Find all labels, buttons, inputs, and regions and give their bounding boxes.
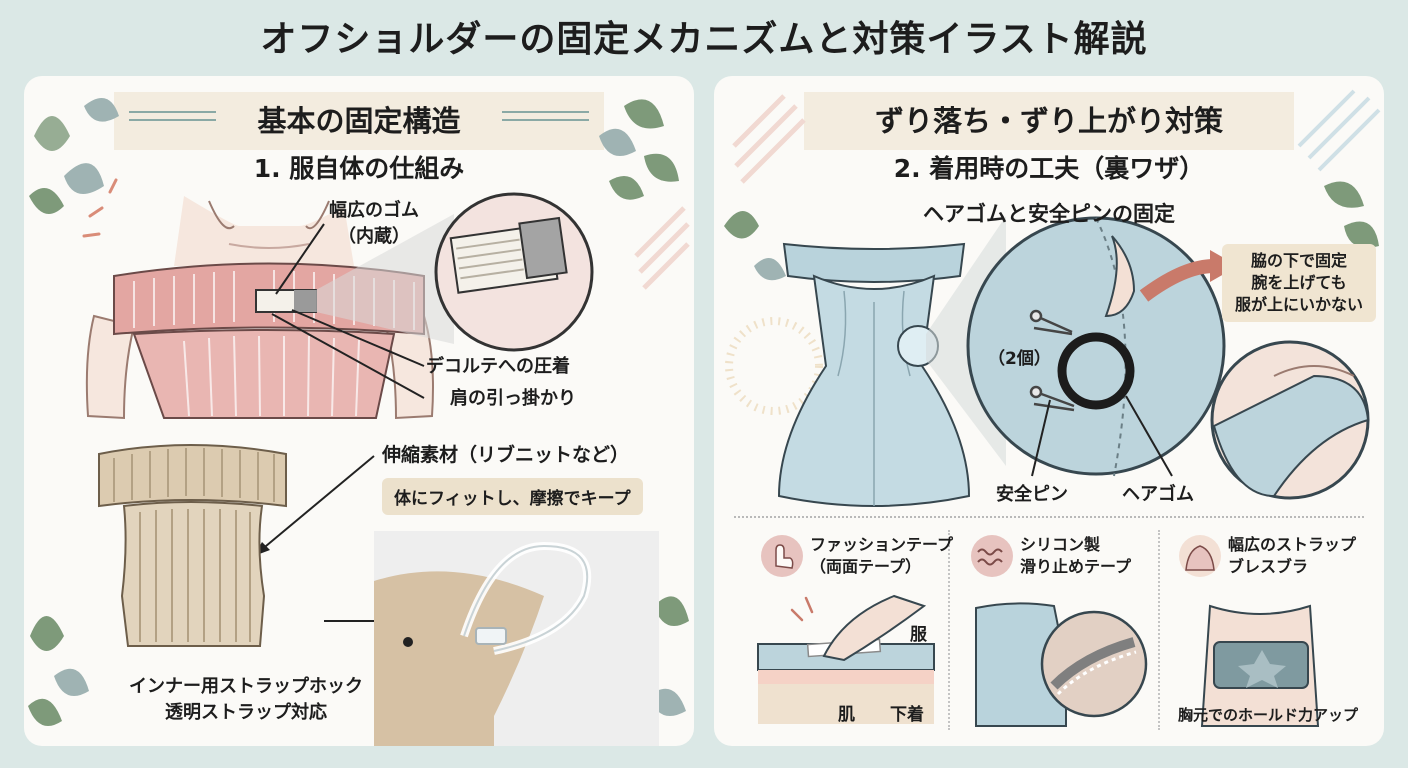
tape-label-clothes: 服	[910, 625, 927, 645]
leaf-decoration-top-right	[599, 99, 679, 200]
wave-grip-icon	[971, 535, 1013, 577]
label-elastic-band: 幅広のゴム （内蔵）	[329, 200, 419, 247]
label-count: （2個）	[988, 349, 1051, 369]
elastic-zoom-circle	[316, 192, 594, 352]
heading-band	[804, 92, 1294, 150]
finger-press-icon	[761, 535, 803, 577]
bandeau-bra-illustration	[1200, 604, 1320, 727]
item-label-fashion-tape: ファッションテープ （両面テープ）	[810, 535, 954, 576]
emphasis-marks	[82, 178, 118, 238]
left-illustrations	[28, 98, 690, 746]
label-safety-pin: 安全ピン	[996, 484, 1068, 505]
label-strap-hook: インナー用ストラップホック 透明ストラップ対応	[129, 676, 363, 723]
item-label-bra: 幅広のストラップ ブレスブラ	[1228, 535, 1357, 576]
column-divider	[1158, 530, 1160, 730]
leaf-decoration-top-left	[29, 98, 119, 214]
label-stretch-material: 伸縮素材（リブニットなど）	[382, 444, 630, 466]
blue-dress-illustration	[777, 242, 971, 507]
panel-basic-structure: 基本の固定構造 1. 服自体の仕組み 幅広のゴム （内蔵） デコルテへの圧着 肩…	[24, 76, 694, 746]
section-heading-basic: 基本の固定構造	[257, 104, 461, 138]
right-illustrations	[724, 89, 1381, 727]
section-heading-countermeasures: ずり落ち・ずり上がり対策	[874, 104, 1223, 138]
panel-countermeasures: ずり落ち・ずり上がり対策 2. 着用時の工夫（裏ワザ） ヘアゴムと安全ピンの固定…	[714, 76, 1384, 746]
label-hair-tie: ヘアゴム	[1122, 484, 1194, 505]
page-title: オフショルダーの固定メカニズムと対策イラスト解説	[260, 19, 1148, 60]
torso-illustration	[85, 196, 434, 420]
hatch-decoration	[732, 94, 806, 184]
arrow-to-underarm	[1139, 259, 1215, 302]
underarm-callout: 脇の下で固定 腕を上げても 服が上にいかない	[1222, 244, 1376, 322]
dot-decoration	[725, 317, 823, 415]
leaf-decoration-bottom-left	[28, 616, 89, 726]
tape-label-skin: 肌	[838, 705, 855, 725]
tape-illustration	[757, 594, 935, 724]
label-shoulder-hook: 肩の引っ掛かり	[450, 388, 576, 409]
label-bra-hold: 胸元でのホールド力アップ	[1178, 706, 1359, 724]
beige-rib-knit-top	[98, 444, 287, 647]
section-divider	[734, 516, 1364, 518]
torso-icon	[1179, 535, 1221, 577]
subheading-wearing-tips: 2. 着用時の工夫（裏ワザ）	[893, 154, 1205, 183]
silicone-tape-illustration	[975, 602, 1148, 727]
subheading-garment-mechanism: 1. 服自体の仕組み	[253, 154, 465, 183]
tape-label-underwear: 下着	[890, 705, 924, 725]
hatch-decoration-blue	[1297, 89, 1381, 172]
hatch-decoration	[634, 206, 690, 290]
material-note: 体にフィットし、摩擦でキープ	[382, 478, 643, 515]
strap-hook-photo	[374, 531, 659, 746]
underarm-zoom-circle	[1210, 340, 1370, 500]
column-divider	[948, 530, 950, 730]
item-label-silicone-tape: シリコン製 滑り止めテープ	[1020, 535, 1132, 576]
label-decollete-pressure: デコルテへの圧着	[426, 356, 570, 377]
subheading-hairtie-pin: ヘアゴムと安全ピンの固定	[923, 202, 1175, 226]
leaf-decoration-right-panel	[724, 181, 1379, 281]
